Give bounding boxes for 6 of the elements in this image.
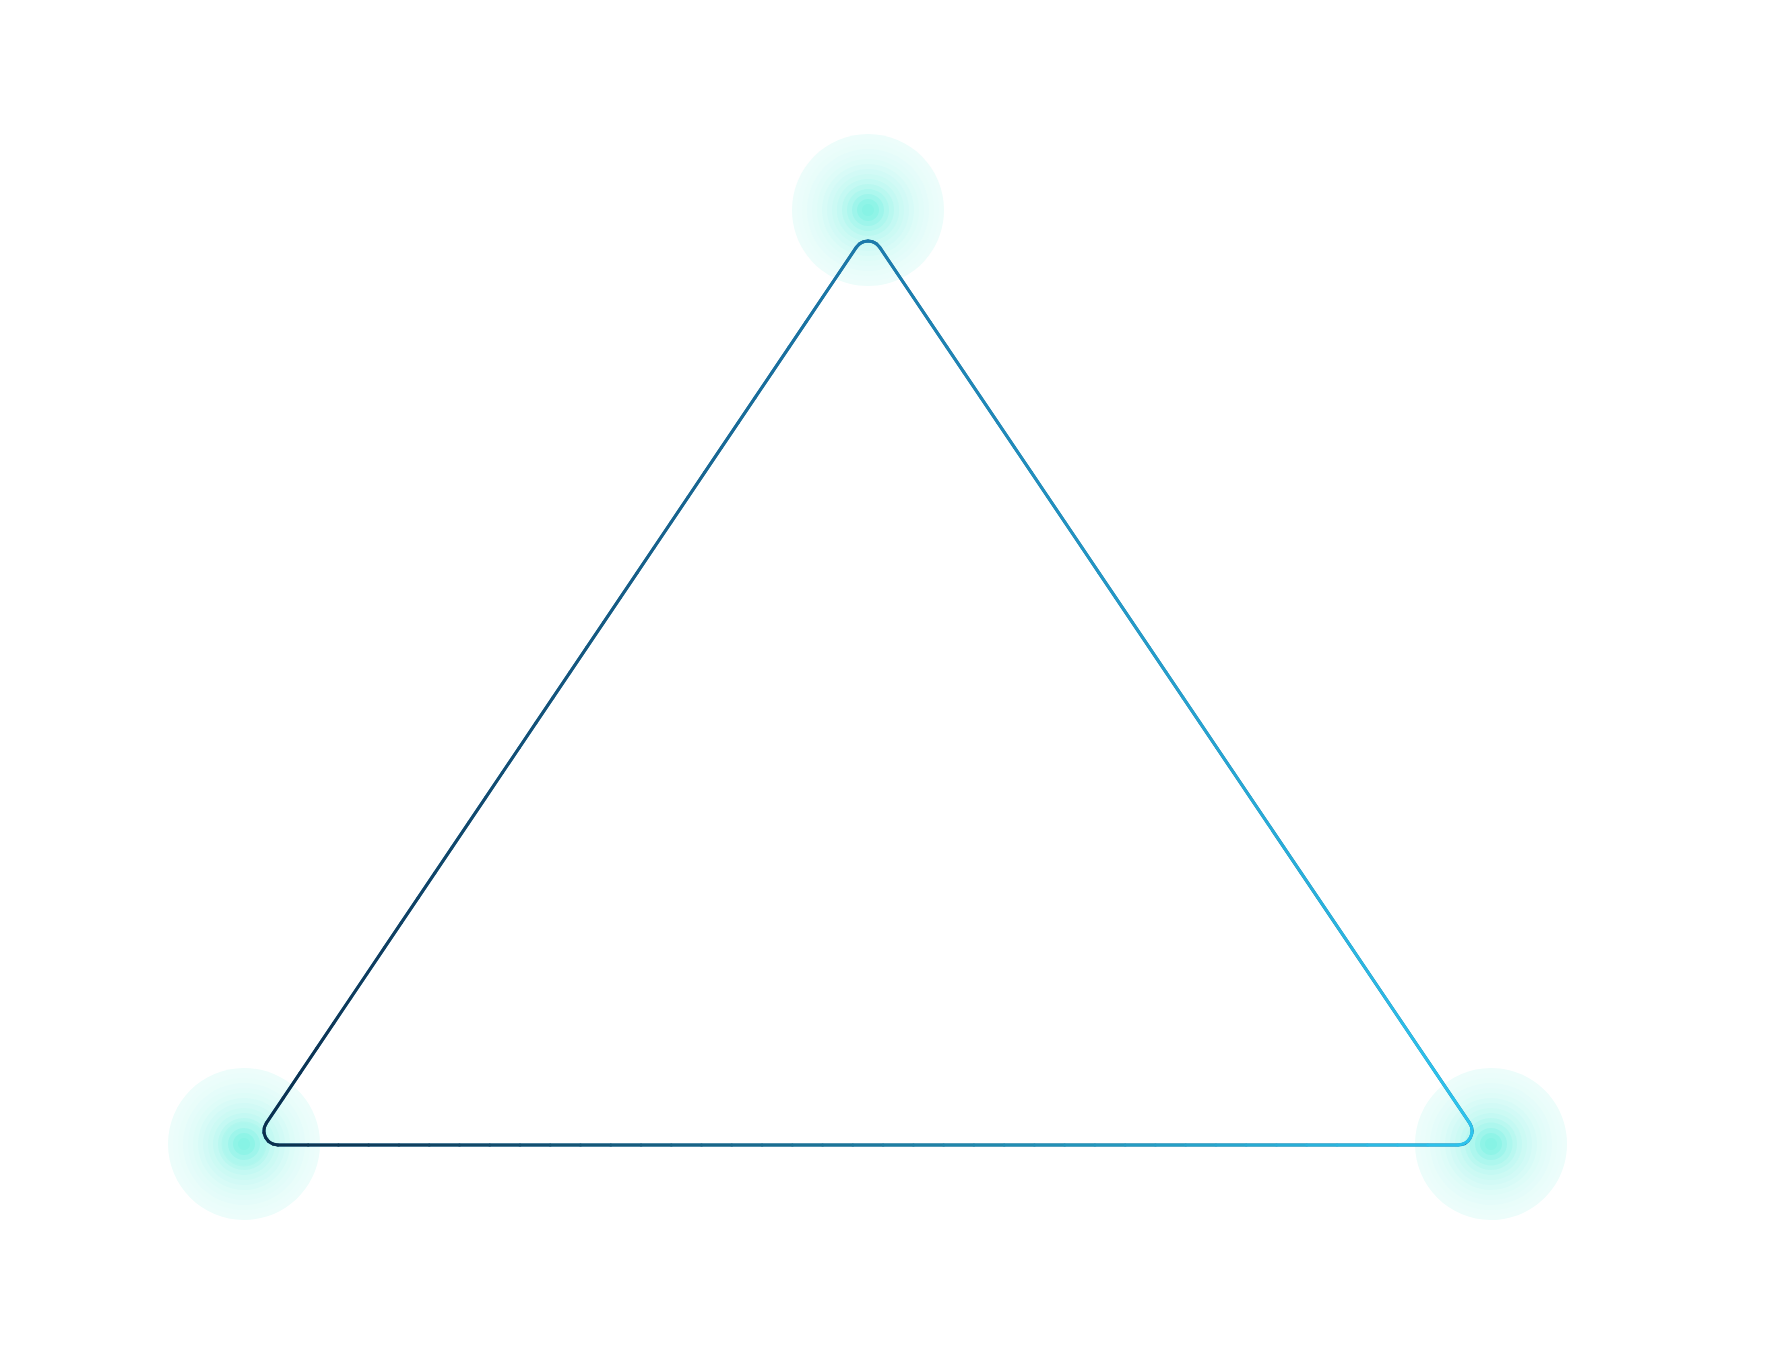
glow-dot [168,1067,320,1220]
connector-line [866,239,1474,1140]
connector-line [264,1136,1472,1147]
connector-line [262,239,870,1140]
glow-dot [792,133,944,286]
glow-dot [1415,1067,1567,1220]
